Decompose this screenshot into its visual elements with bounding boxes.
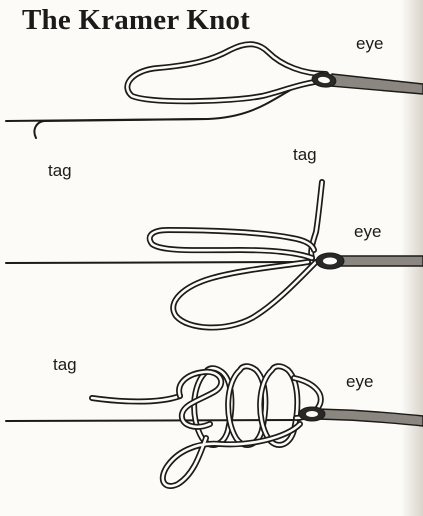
step-1-hook-eye-shaft (329, 73, 423, 95)
tag-label: tag (293, 145, 317, 164)
tag-label: tag (53, 355, 77, 374)
step-3-hook-eye-shaft (317, 408, 423, 427)
eye-label: eye (346, 372, 374, 391)
step-3-coil-wraps (176, 363, 324, 448)
step-1-loop (124, 41, 331, 105)
step-2-hook-eye-shaft (335, 255, 423, 267)
step-2-illustration (5, 179, 423, 331)
step-3-illustration (5, 363, 423, 489)
step-2-main-line (5, 261, 311, 264)
eye-label: eye (356, 34, 384, 53)
diagram-title: The Kramer Knot (22, 4, 250, 36)
step-3-main-line (5, 419, 301, 422)
step-1-illustration (5, 41, 423, 139)
step-1-tag-hook (33, 118, 209, 139)
eye-label: eye (354, 222, 382, 241)
tag-label: tag (48, 161, 72, 180)
